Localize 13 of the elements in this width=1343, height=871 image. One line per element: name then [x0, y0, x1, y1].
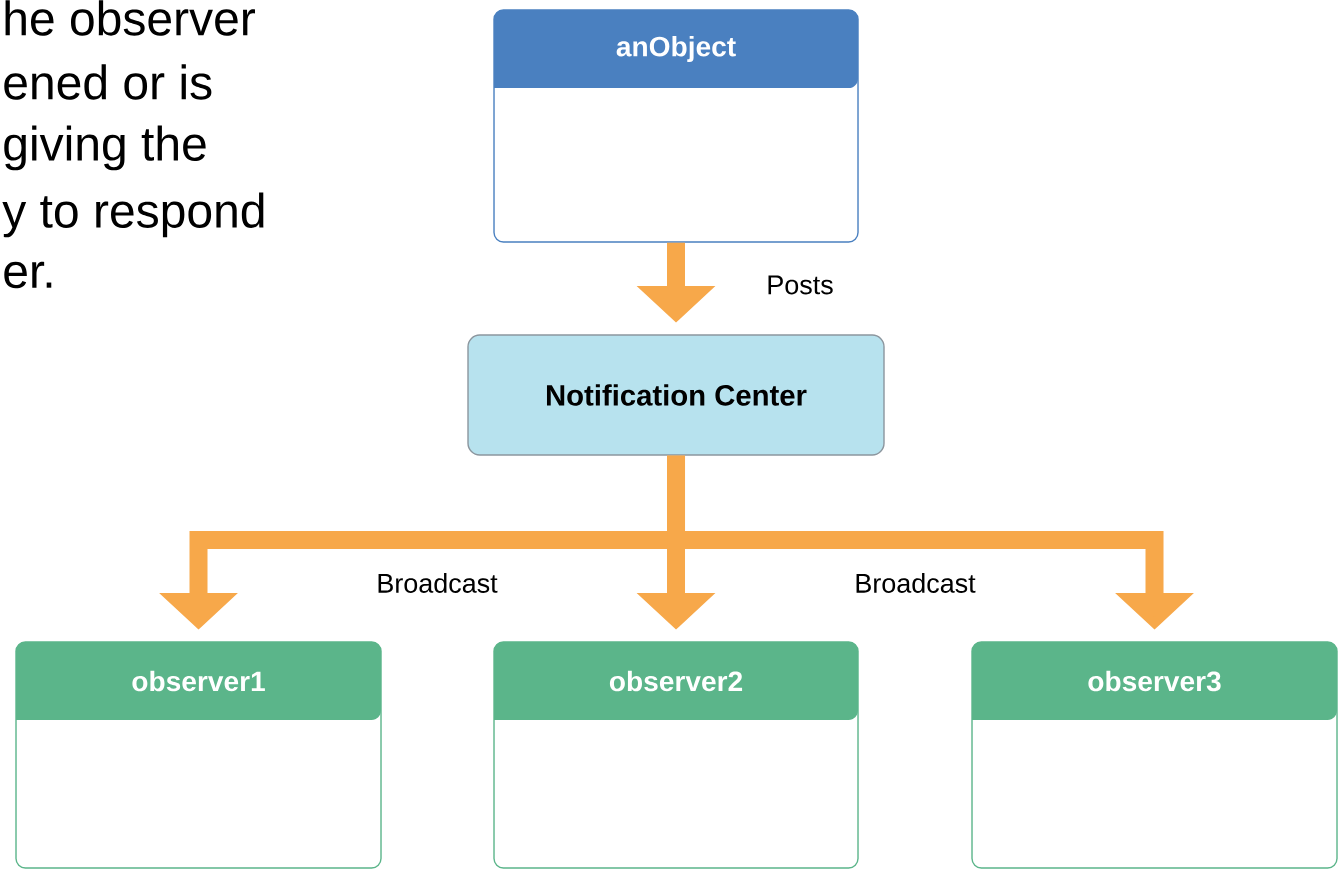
- object-box: observer1: [15, 641, 382, 869]
- body-text: er.: [4, 261, 52, 289]
- object-box: anObject: [493, 9, 859, 243]
- process-box: Notification Center: [467, 334, 885, 456]
- edge-label: Broadcast: [852, 570, 978, 596]
- body-text: he observer: [5, 0, 255, 36]
- body-text: y to respond: [2, 192, 264, 238]
- edge-label: Posts: [763, 273, 837, 297]
- object-box: observer2: [493, 641, 859, 869]
- body-text: ened or is: [4, 64, 212, 100]
- object-box: observer3: [971, 641, 1338, 869]
- body-text: giving the: [4, 125, 206, 171]
- edge-label: Broadcast: [374, 570, 500, 596]
